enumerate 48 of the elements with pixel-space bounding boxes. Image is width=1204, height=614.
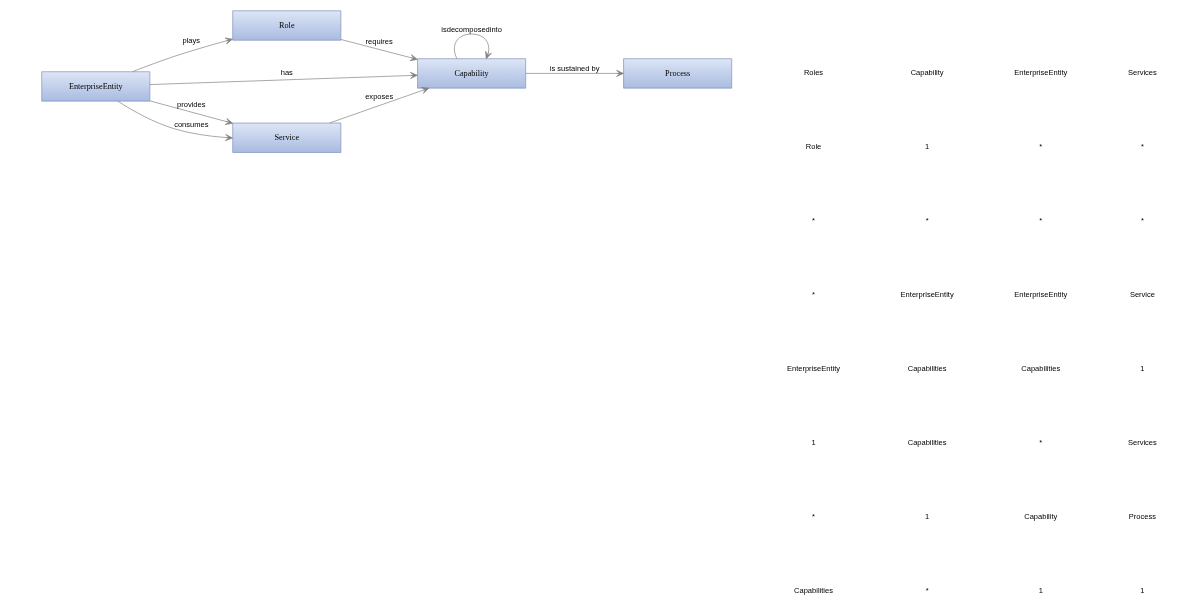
label: Services — [1128, 437, 1157, 447]
edge-label: exposes — [365, 91, 394, 101]
label: Service — [1129, 290, 1155, 300]
arrow — [340, 39, 418, 61]
label: EnterpriseEntity — [1014, 290, 1068, 300]
label: * — [1140, 216, 1144, 226]
label: * — [1039, 142, 1043, 152]
label: 1 — [1038, 585, 1043, 595]
label: Capabilities — [1021, 364, 1061, 374]
label: Capabilities — [907, 364, 947, 374]
label: 1 — [1140, 364, 1145, 374]
label: * — [812, 511, 815, 521]
label: 1 — [925, 511, 930, 521]
edge-label: plays — [182, 36, 201, 46]
label: Roles — [803, 68, 824, 78]
edge-label: provides — [177, 99, 206, 109]
label: Capabilities — [794, 585, 833, 595]
arrow — [117, 100, 233, 141]
label: 1 — [925, 142, 930, 152]
label: Capabilities — [907, 437, 947, 447]
arrow — [149, 100, 233, 125]
label: Role — [805, 142, 822, 152]
label: * — [925, 216, 929, 226]
label: 1 — [811, 437, 816, 447]
label: Capability — [1024, 511, 1058, 521]
arrow — [525, 70, 624, 77]
edge-label: isdecomposedinto — [441, 24, 502, 34]
label: Services — [1128, 68, 1157, 78]
label: * — [812, 290, 815, 300]
label: Process — [1128, 511, 1156, 521]
edge-label: has — [280, 68, 293, 78]
edge-label: is sustained by — [549, 64, 600, 74]
label: * — [925, 585, 929, 595]
arrow — [454, 33, 492, 59]
label: * — [1039, 437, 1043, 447]
label: * — [812, 216, 815, 226]
arrow — [132, 37, 233, 72]
label: EnterpriseEntity — [1014, 68, 1068, 78]
label: * — [1039, 216, 1043, 226]
arrow — [149, 72, 418, 85]
label: EnterpriseEntity — [900, 290, 954, 300]
label: * — [1140, 142, 1144, 152]
arrow — [329, 87, 430, 124]
label: Capability — [910, 68, 944, 78]
edge-label: requires — [365, 36, 393, 46]
label: EnterpriseEntity — [786, 364, 841, 374]
label: 1 — [1140, 585, 1145, 595]
edge-label: consumes — [174, 119, 209, 129]
